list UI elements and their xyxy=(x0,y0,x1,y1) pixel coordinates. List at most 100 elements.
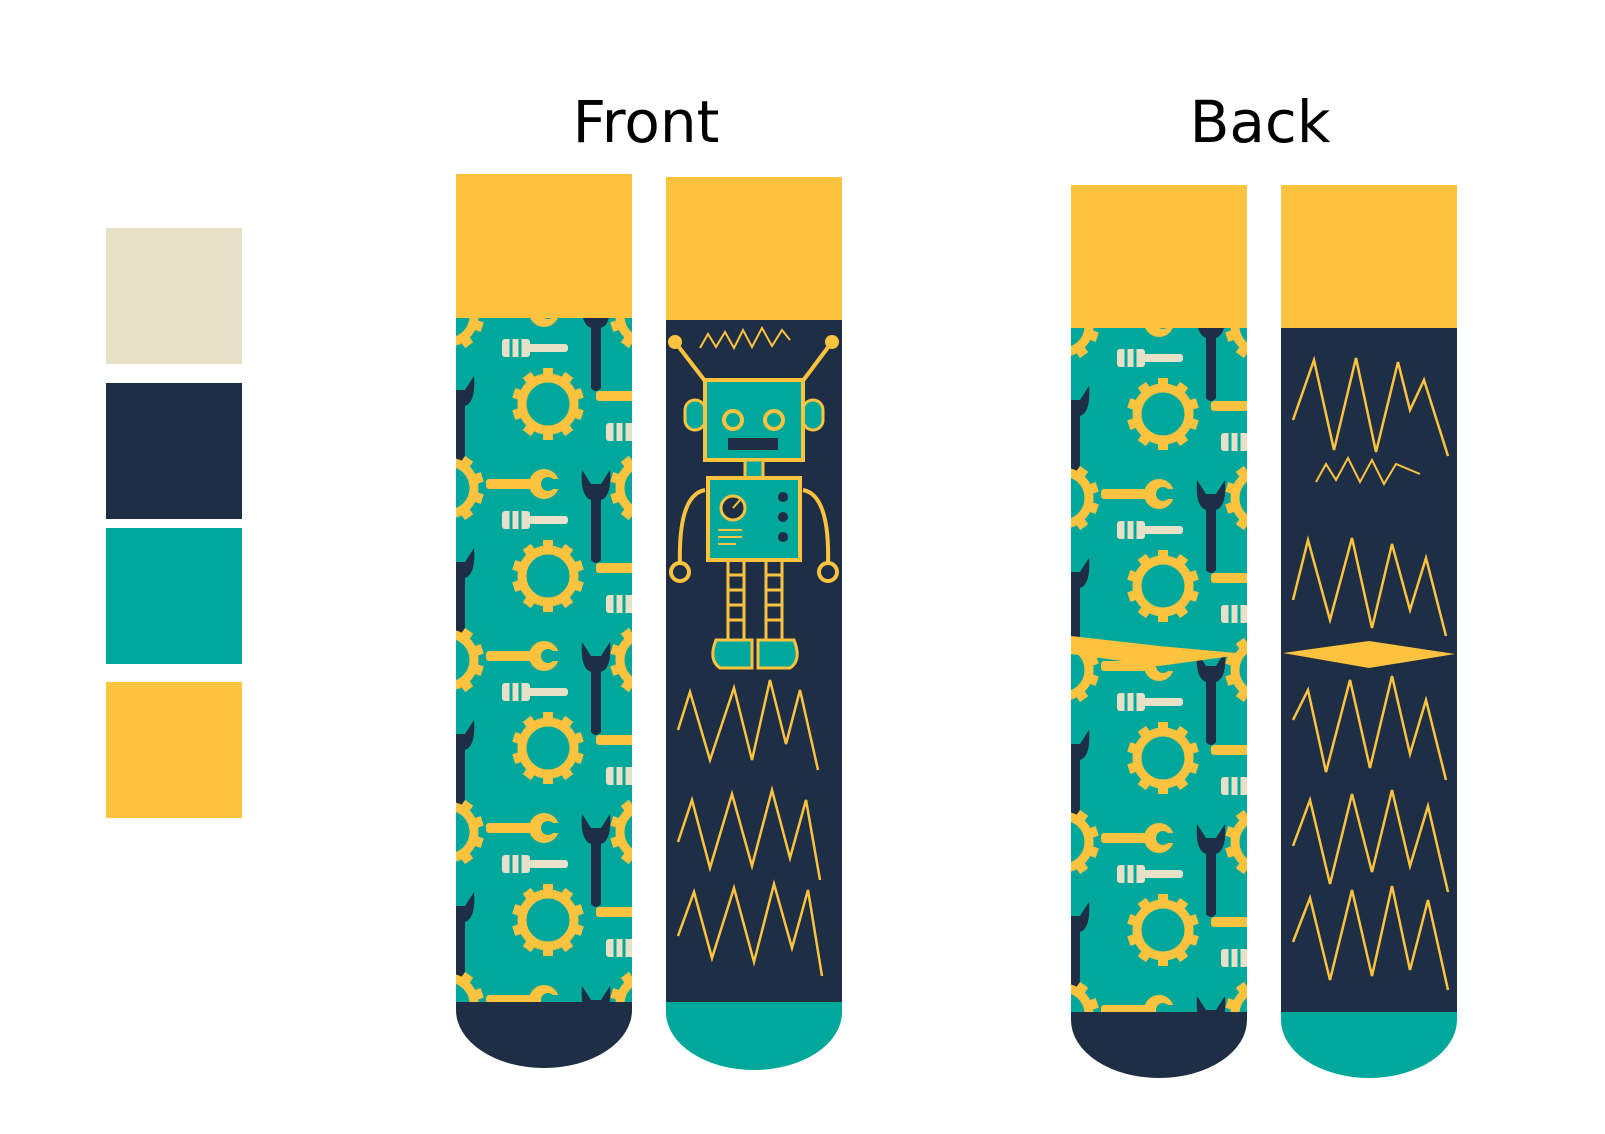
gear-icon xyxy=(1127,894,1199,966)
gear-icon xyxy=(1127,550,1199,622)
gear-icon xyxy=(1225,118,1297,190)
wrench-icon xyxy=(456,892,475,985)
wrench-icon xyxy=(1071,558,1090,651)
zigzag-line xyxy=(676,879,824,977)
bolt-icon xyxy=(502,683,568,701)
key-icon xyxy=(1101,823,1177,853)
gear-icon xyxy=(1071,981,1099,1012)
wrench-icon xyxy=(456,548,475,641)
key-icon xyxy=(486,985,562,1002)
sock-cuff xyxy=(456,174,632,318)
gear-icon xyxy=(512,712,584,784)
gear-icon xyxy=(456,627,484,693)
sock-heel xyxy=(1281,1012,1457,1078)
gear-icon xyxy=(1071,809,1099,875)
gear-icon xyxy=(610,455,632,521)
wrench-icon xyxy=(1196,480,1226,573)
wrench-icon xyxy=(1071,902,1090,995)
key-icon xyxy=(486,469,562,499)
zigzag-line xyxy=(676,785,822,881)
wrench-icon xyxy=(583,318,609,391)
robot-figure xyxy=(668,335,839,670)
zigzag-line xyxy=(1291,789,1450,893)
bolt-icon xyxy=(606,423,632,441)
gear-icon xyxy=(1071,328,1099,359)
bolt-icon xyxy=(1221,1121,1287,1134)
bolt-icon xyxy=(1221,605,1247,623)
sock-cuff xyxy=(1281,185,1457,328)
gear-icon xyxy=(610,971,632,1002)
bolt-icon xyxy=(1117,349,1183,367)
gear-icon xyxy=(610,108,682,180)
gear-icon xyxy=(456,799,484,865)
key-icon xyxy=(596,391,632,401)
key-icon xyxy=(1211,401,1247,411)
bolt-icon xyxy=(502,339,568,357)
bolt-icon xyxy=(1117,865,1183,883)
key-icon xyxy=(486,641,562,671)
sock-cuff xyxy=(666,177,842,320)
zigzag-line xyxy=(1291,535,1448,637)
gear-icon xyxy=(1127,722,1199,794)
gear-icon xyxy=(412,108,484,180)
zigzag-line xyxy=(1291,355,1450,457)
key-icon xyxy=(1211,573,1247,583)
gear-icon xyxy=(456,455,484,521)
bolt-icon xyxy=(1221,433,1247,451)
key-icon xyxy=(1101,479,1177,509)
key-icon xyxy=(486,125,562,155)
wrench-icon xyxy=(456,720,475,813)
wrench-icon xyxy=(1061,1074,1090,1134)
wrench-icon xyxy=(1071,386,1090,479)
bolt-icon xyxy=(606,595,632,613)
zigzag-line xyxy=(1291,885,1450,991)
bolt-icon xyxy=(502,511,568,529)
diamond-band xyxy=(1071,636,1247,666)
key-icon xyxy=(596,1069,672,1099)
zigzag-line xyxy=(1315,455,1421,487)
wrench-icon xyxy=(1196,996,1226,1012)
wrench-icon xyxy=(1196,824,1226,917)
key-icon xyxy=(1211,917,1247,927)
sock-front-left xyxy=(412,108,682,1134)
bolt-icon xyxy=(502,855,568,873)
gear-icon xyxy=(512,884,584,956)
swatch-navy xyxy=(106,383,242,519)
gear-icon xyxy=(456,318,484,349)
key-icon xyxy=(1211,745,1247,755)
swatch-yellow xyxy=(106,682,242,818)
swatch-teal xyxy=(106,528,242,664)
gear-icon xyxy=(610,318,632,349)
gear-icon xyxy=(610,627,632,693)
front-view-label: Front xyxy=(572,88,720,156)
wrench-icon xyxy=(581,470,611,563)
bolt-icon xyxy=(606,939,632,957)
sock-back-right xyxy=(1281,185,1457,1078)
wrench-icon xyxy=(1198,328,1224,401)
diamond-band xyxy=(1283,641,1455,668)
gear-icon xyxy=(512,368,584,440)
key-icon xyxy=(1145,328,1173,337)
key-icon xyxy=(596,907,632,917)
gear-icon xyxy=(1225,809,1247,875)
wrench-icon xyxy=(456,376,475,469)
bolt-icon xyxy=(1117,693,1183,711)
bolt-icon xyxy=(1221,949,1247,967)
bolt-icon xyxy=(606,1111,672,1129)
wrench-icon xyxy=(581,814,611,907)
gear-icon xyxy=(1225,981,1247,1012)
wrench-icon xyxy=(581,986,611,1002)
gear-icon xyxy=(1225,465,1247,531)
gear-icon xyxy=(512,540,584,612)
bolt-icon xyxy=(606,767,632,785)
zigzag-line xyxy=(1291,675,1448,781)
key-icon xyxy=(1101,995,1177,1012)
sock-front-right xyxy=(666,177,842,1070)
wrench-icon xyxy=(1196,652,1226,745)
back-view-label: Back xyxy=(1189,88,1331,156)
gear-icon xyxy=(1225,637,1247,703)
wrench-icon xyxy=(446,1064,475,1134)
gear-icon xyxy=(1027,118,1099,190)
key-icon xyxy=(1101,135,1177,165)
